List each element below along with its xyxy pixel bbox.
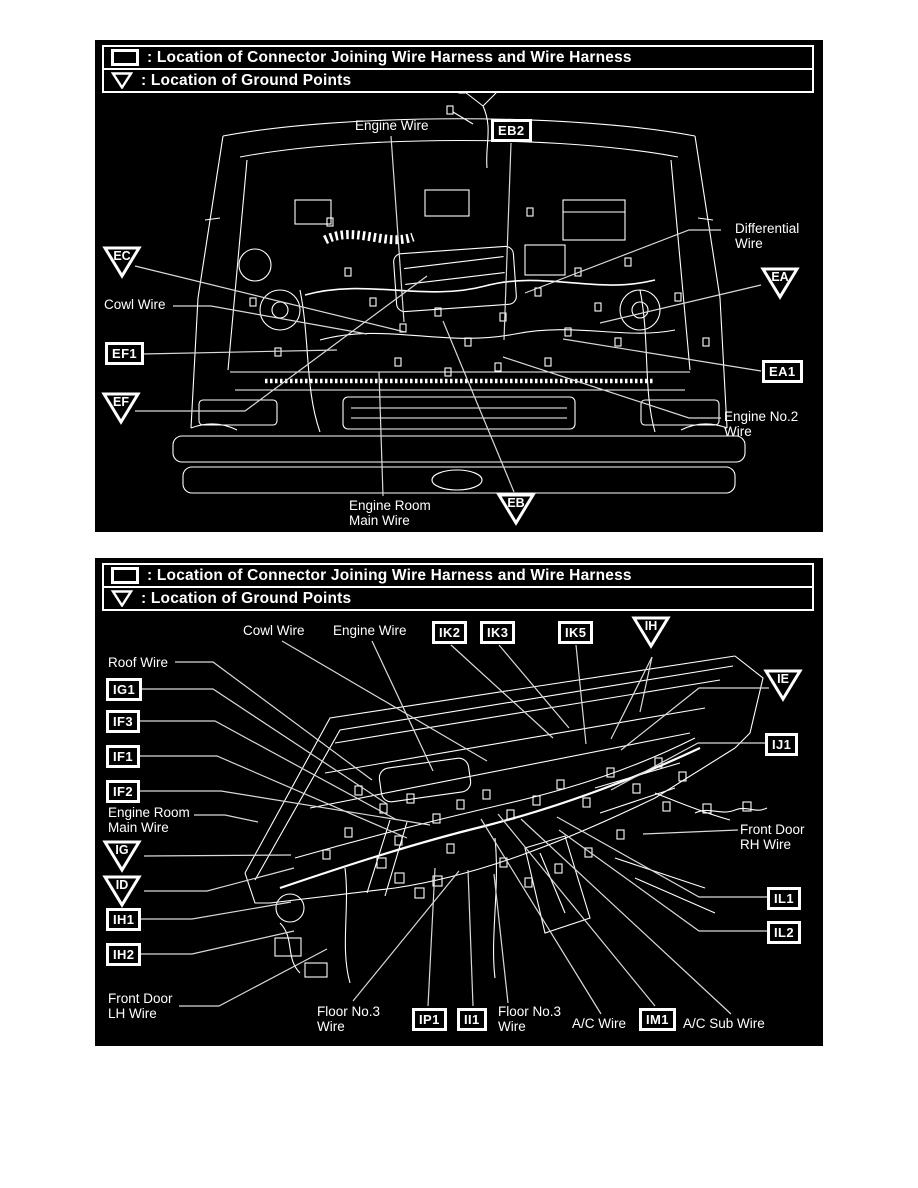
instrument-panel-drawing xyxy=(140,640,769,1015)
wire-label-engine-room-main-wire: Engine Room Main Wire xyxy=(349,498,431,529)
wire-label-engine-wire: Engine Wire xyxy=(355,118,429,133)
leader-lines xyxy=(134,135,762,497)
svg-text:EB: EB xyxy=(507,496,524,510)
connector-box-if1: IF1 xyxy=(106,745,140,768)
wire-label-engine-room-main-wire: Engine Room Main Wire xyxy=(108,805,190,836)
legend-connector-row: : Location of Connector Joining Wire Har… xyxy=(104,565,812,588)
wire-label-floor-no3-wire-right: Floor No.3 Wire xyxy=(498,1004,562,1035)
connector-square-icon xyxy=(111,49,139,66)
wire-label-front-door-lh-wire: Front Door LH Wire xyxy=(108,991,173,1022)
svg-text:IE: IE xyxy=(777,672,789,686)
ground-triangle-id: ID xyxy=(102,874,142,908)
ground-triangle-ie: IE xyxy=(763,668,803,702)
legend-connector-row: : Location of Connector Joining Wire Har… xyxy=(104,47,812,70)
wire-label-front-door-rh-wire: Front Door RH Wire xyxy=(740,822,805,853)
connector-box-eb2: EB2 xyxy=(491,119,532,142)
svg-text:IH: IH xyxy=(645,619,658,633)
svg-text:EF: EF xyxy=(113,395,129,409)
connector-box-ij1: IJ1 xyxy=(765,733,799,756)
connector-box-ik3: IK3 xyxy=(480,621,516,644)
wire-label-roof-wire: Roof Wire xyxy=(108,655,169,670)
legend-ground-row: : Location of Ground Points xyxy=(104,588,812,609)
svg-text:EA: EA xyxy=(771,270,788,284)
legend-box: : Location of Connector Joining Wire Har… xyxy=(102,563,814,611)
wire-label-engine-no2-wire: Engine No.2 Wire xyxy=(724,409,799,440)
legend-ground-text: : Location of Ground Points xyxy=(141,71,352,89)
svg-text:IG: IG xyxy=(115,843,128,857)
ground-triangle-icon xyxy=(111,72,133,89)
legend-connector-text: : Location of Connector Joining Wire Har… xyxy=(147,48,632,66)
connector-box-if3: IF3 xyxy=(106,710,140,733)
ground-triangle-ih: IH xyxy=(631,615,671,649)
ground-triangle-ec: EC xyxy=(102,245,142,279)
instrument-panel-panel: : Location of Connector Joining Wire Har… xyxy=(95,558,823,1046)
engine-compartment-drawing xyxy=(134,81,762,497)
wire-label-ac-sub-wire: A/C Sub Wire xyxy=(683,1016,765,1031)
wire-label-cowl-wire: Cowl Wire xyxy=(104,297,166,312)
svg-text:EC: EC xyxy=(113,249,130,263)
connector-box-ih2: IH2 xyxy=(106,943,142,966)
wire-label-engine-wire: Engine Wire xyxy=(333,623,407,638)
ground-triangle-ea: EA xyxy=(760,266,800,300)
connector-box-ih1: IH1 xyxy=(106,908,142,931)
connector-square-icon xyxy=(111,567,139,584)
connector-box-im1: IM1 xyxy=(639,1008,676,1031)
legend-ground-row: : Location of Ground Points xyxy=(104,70,812,91)
legend-ground-text: : Location of Ground Points xyxy=(141,589,352,607)
connector-box-il2: IL2 xyxy=(767,921,801,944)
connector-box-ik5: IK5 xyxy=(558,621,594,644)
connector-box-il1: IL1 xyxy=(767,887,801,910)
connector-box-ip1: IP1 xyxy=(412,1008,447,1031)
connector-box-ef1: EF1 xyxy=(105,342,145,365)
wire-label-cowl-wire: Cowl Wire xyxy=(243,623,305,638)
legend-box: : Location of Connector Joining Wire Har… xyxy=(102,45,814,93)
ground-triangle-icon xyxy=(111,590,133,607)
leader-lines xyxy=(140,640,769,1015)
wire-label-floor-no3-wire-left: Floor No.3 Wire xyxy=(317,1004,381,1035)
wire-label-ac-wire: A/C Wire xyxy=(572,1016,626,1031)
connector-box-ik2: IK2 xyxy=(432,621,468,644)
ground-triangle-ef: EF xyxy=(101,391,141,425)
svg-text:ID: ID xyxy=(116,878,129,892)
connector-box-ii1: II1 xyxy=(457,1008,487,1031)
wire-label-differential-wire: Differential Wire xyxy=(735,221,800,252)
ground-triangle-ig: IG xyxy=(102,839,142,873)
legend-connector-text: : Location of Connector Joining Wire Har… xyxy=(147,566,632,584)
connector-box-ea1: EA1 xyxy=(762,360,803,383)
connector-box-if2: IF2 xyxy=(106,780,140,803)
ground-triangle-eb: EB xyxy=(496,492,536,526)
connector-box-ig1: IG1 xyxy=(106,678,143,701)
engine-compartment-panel: : Location of Connector Joining Wire Har… xyxy=(95,40,823,532)
